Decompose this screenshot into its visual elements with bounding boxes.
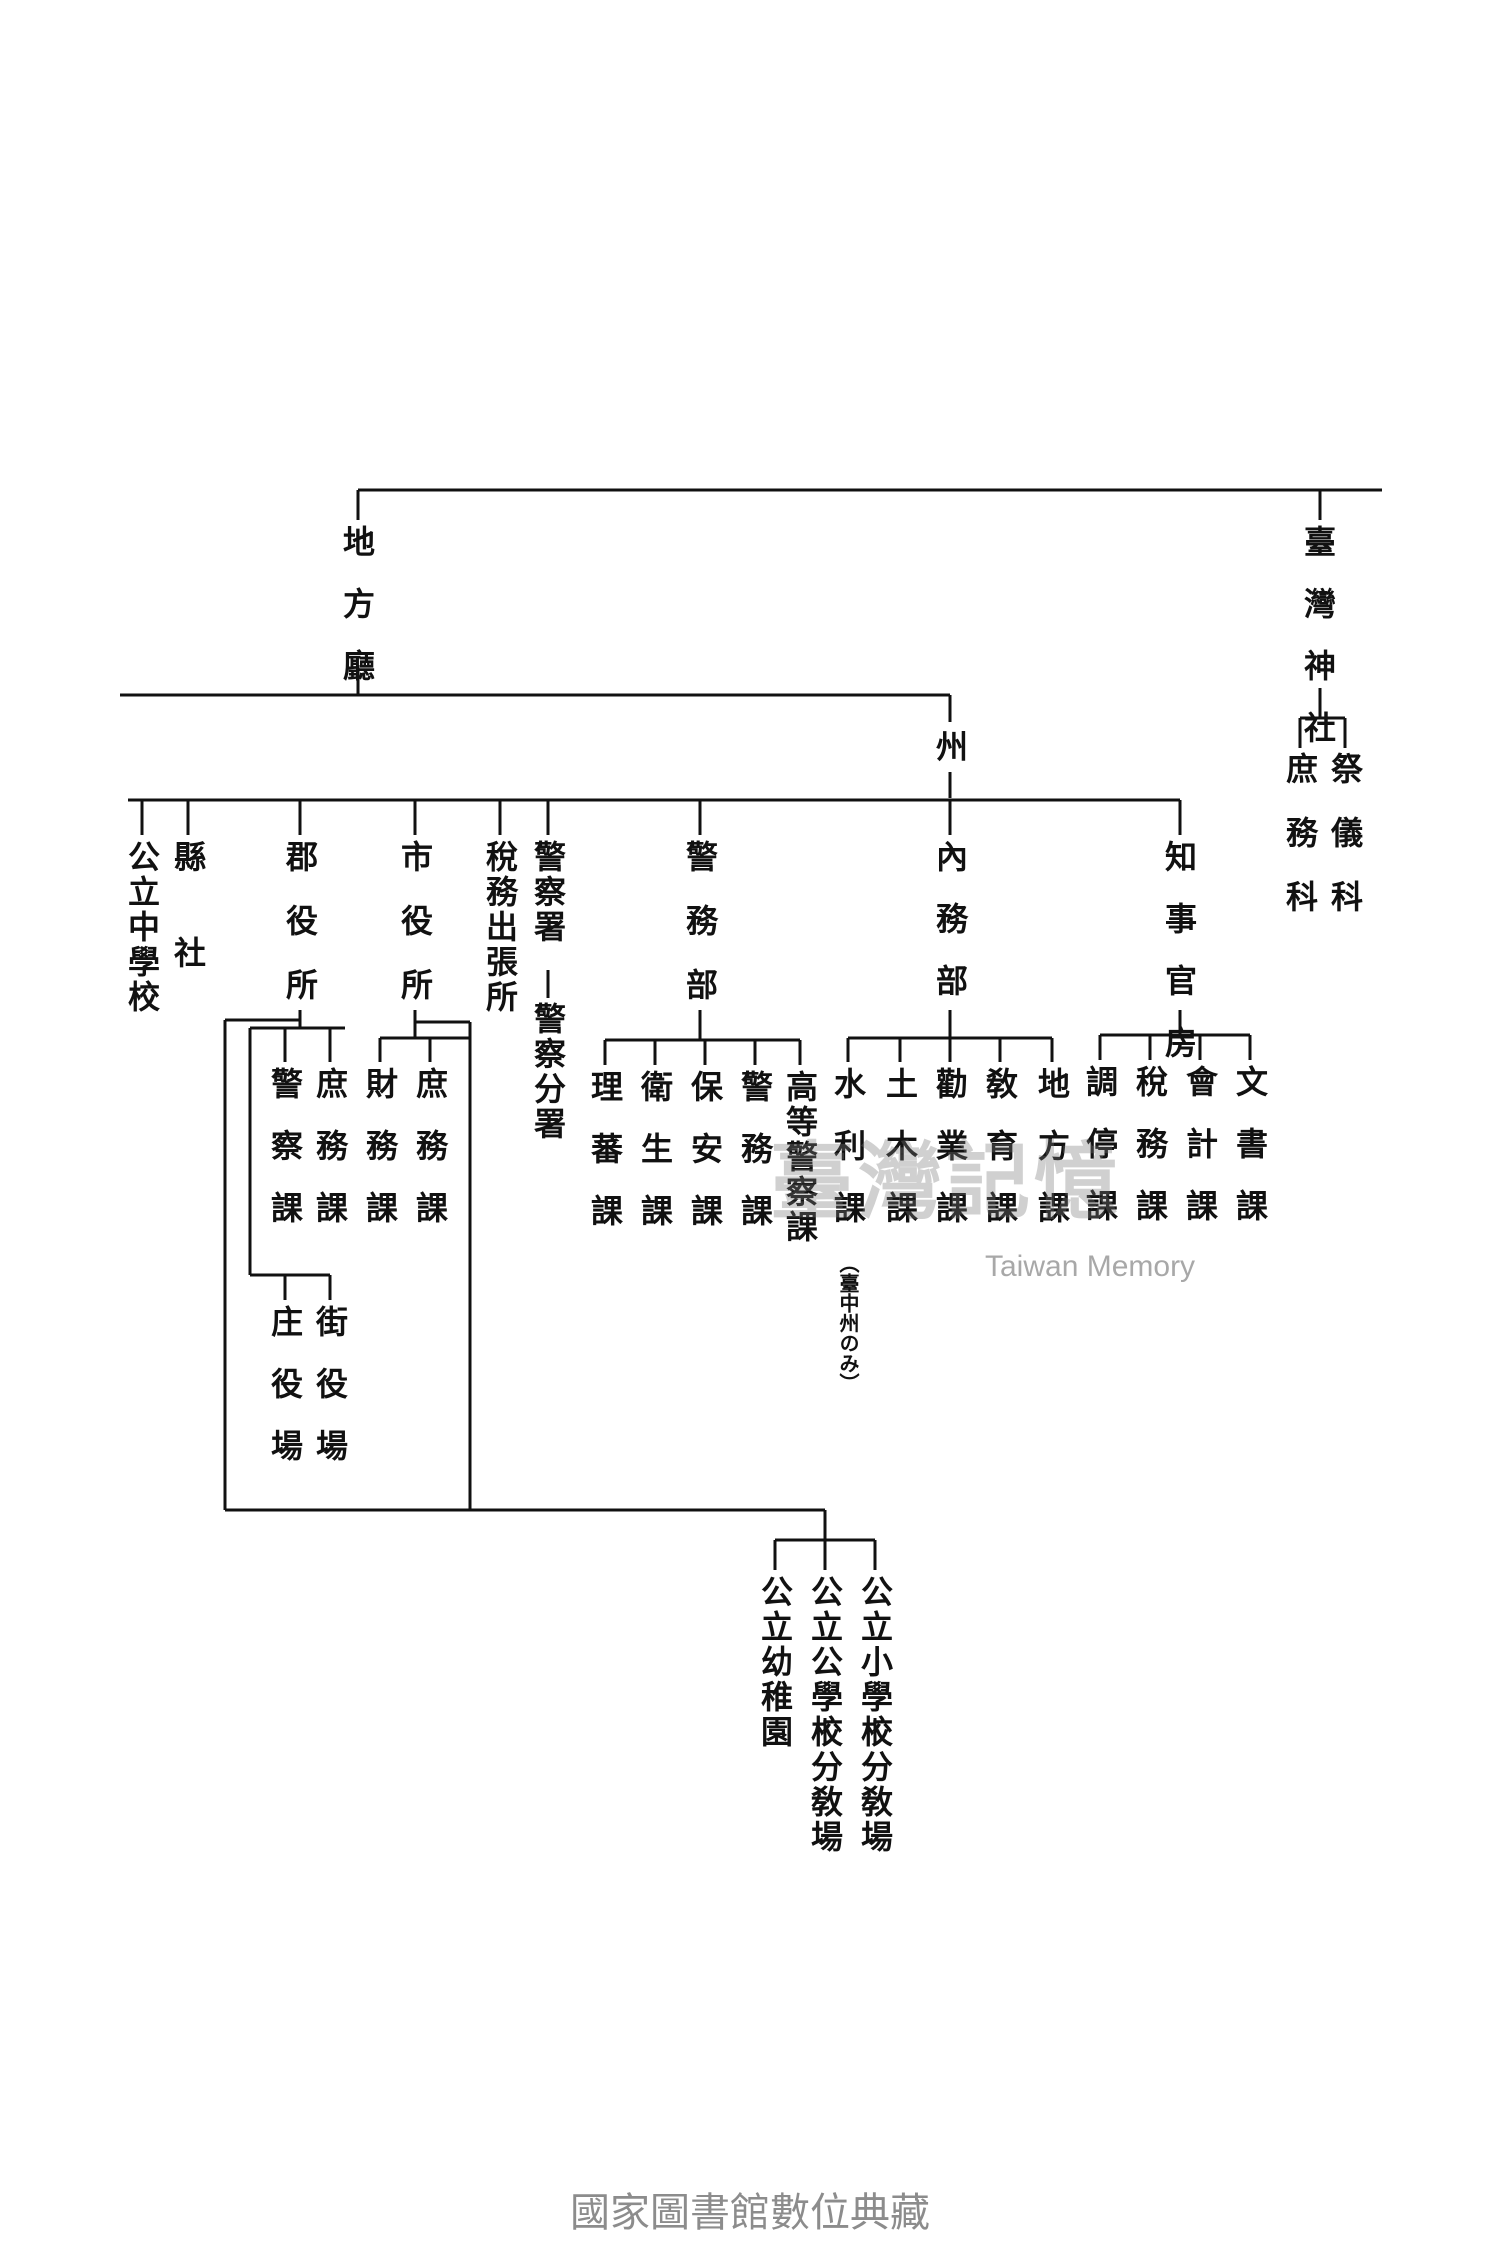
chotei-ka-node: 調停課 xyxy=(1081,1065,1119,1251)
shomu-ka-jinja-node: 庶務科 xyxy=(1281,752,1319,944)
watermark-logo-en: Taiwan Memory xyxy=(985,1250,1196,1283)
library-footer: 國家圖書館數位典藏 xyxy=(570,2190,930,2236)
keisatsusho-node: 警察署 xyxy=(529,840,567,945)
eisei-ka-node: 衛生課 xyxy=(636,1070,674,1256)
kangyo-ka-node: 勸業課 xyxy=(931,1067,969,1253)
bunsho-ka-node: 文書課 xyxy=(1231,1065,1269,1251)
shi-zaimu-ka-node: 財務課 xyxy=(361,1067,399,1253)
taiwan-jinja-node: 臺灣神社 xyxy=(1299,525,1337,773)
doboku-ka-node: 土木課 xyxy=(881,1067,919,1253)
shu-node: 州 xyxy=(931,730,969,762)
keisatsu-bunsho-node: 警察分署 xyxy=(529,1002,567,1142)
hoan-ka-node: 保安課 xyxy=(686,1070,724,1256)
shoyakuba-node: 庄役場 xyxy=(266,1305,304,1491)
gunyakusho-node: 郡役所 xyxy=(281,840,319,1032)
chiji-kanbo-node: 知事官房 xyxy=(1160,840,1198,1088)
watermark-logo: 臺灣記憶 xyxy=(770,1132,1123,1231)
shiyakusho-node: 市役所 xyxy=(396,840,434,1032)
saigi-ka-node: 祭儀科 xyxy=(1326,752,1364,944)
gaiyakuba-node: 街役場 xyxy=(311,1305,349,1491)
chihocho-node: 地方廳 xyxy=(338,525,376,711)
keimu-ka-node: 警務課 xyxy=(736,1070,774,1256)
koritsu-kogakko-node: 公立公學校 xyxy=(806,1575,844,1750)
naimu-bu-node: 內務部 xyxy=(931,840,969,1026)
kyoiku-ka-node: 敎育課 xyxy=(981,1067,1019,1253)
kaikei-ka-node: 會計課 xyxy=(1181,1065,1219,1251)
gun-shomu-ka-node: 庶務課 xyxy=(311,1067,349,1253)
gun-keisatsu-ka-node: 警察課 xyxy=(266,1067,304,1253)
koto-keisatsu-ka-node: 高等警察課 xyxy=(781,1070,819,1245)
chiho-ka-node: 地方課 xyxy=(1033,1067,1071,1253)
koritsu-yochien-node: 公立幼稚園 xyxy=(756,1575,794,1750)
bunkyojo-1-node: 分敎場 xyxy=(856,1750,894,1855)
shi-shomu-ka-node: 庶務課 xyxy=(411,1067,449,1253)
zeimu-ka-node: 稅務課 xyxy=(1131,1065,1169,1251)
richiku-ka-node: 理蕃課 xyxy=(586,1070,624,1256)
bunkyojo-2-node: 分敎場 xyxy=(806,1750,844,1855)
zeimu-shucchojo-node: 稅務出張所 xyxy=(481,840,519,1015)
suiri-ka-label: 水利課 xyxy=(829,1067,867,1253)
suiri-ka-node: 水利課（臺中州のみ） xyxy=(829,1067,867,1393)
keimu-bu-node: 警務部 xyxy=(681,840,719,1032)
suiri-ka-note: （臺中州のみ） xyxy=(836,1253,860,1393)
kensha-node: 縣社 xyxy=(169,840,207,1032)
koritsu-chugakko-node: 公立中學校 xyxy=(123,840,161,1015)
koritsu-shogakko-node: 公立小學校 xyxy=(856,1575,894,1750)
